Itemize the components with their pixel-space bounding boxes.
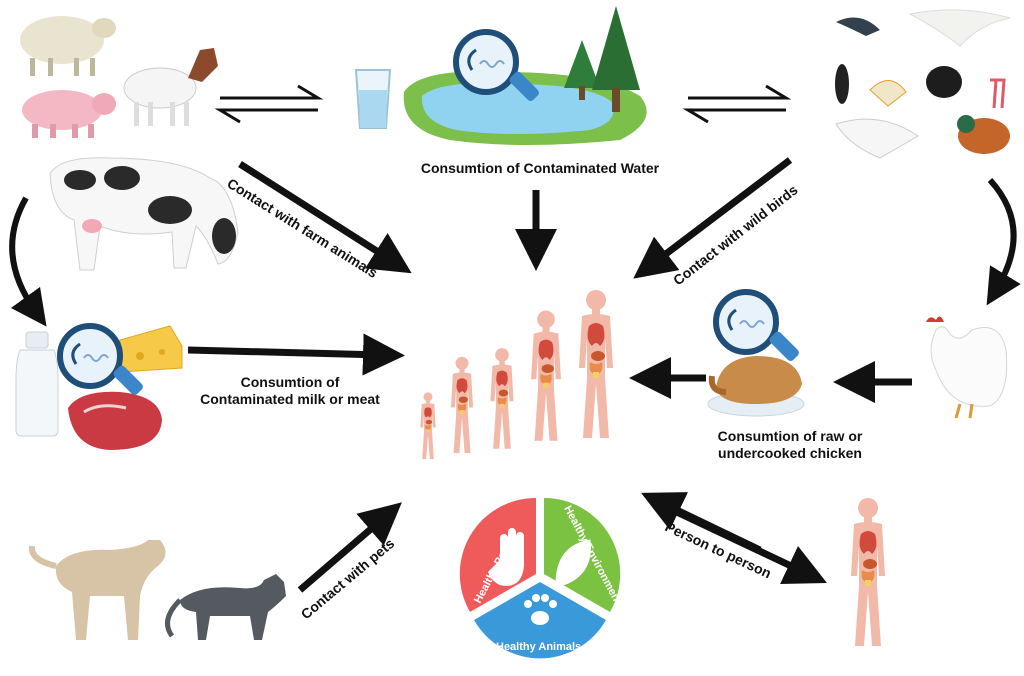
human-group [420,290,613,459]
dog-icon [28,540,166,640]
roast-chicken-icon [707,356,805,417]
wheel-segment-people [459,497,536,612]
arrow-person-to-person-back [641,492,762,554]
arrow-milk-meat [187,333,405,376]
human-figure-icon [579,290,613,438]
arrow-pets [297,502,402,593]
wheel-label-animals: Healthy Animals [496,641,581,653]
curved-arrow-right [986,177,1021,306]
cheese-icon [119,325,183,373]
equilibrium-arrow-left [214,84,324,124]
human-figure-icon [490,348,514,449]
label-milk-meat: Consumtion of Contaminated milk or meat [180,374,400,408]
label-chicken-line1: Consumtion of raw or [717,428,863,444]
chicken-icon [926,316,1008,419]
paw-icon [524,594,557,625]
pig-icon [22,90,116,138]
label-contaminated-water: Consumtion of Contaminated Water [420,160,660,176]
cow-icon [49,157,239,271]
bird-icon [835,9,1011,159]
human-figure-icon [450,356,474,453]
sheep-icon [20,16,116,76]
leaf-icon [555,539,591,587]
human-figure-icon [531,310,561,441]
tree-icon [564,6,640,112]
pond-icon [403,71,647,145]
human-figure-icon [420,392,436,459]
arrow-wild-birds [633,157,793,279]
milk-bottle-icon [15,331,59,437]
hand-icon [488,528,524,586]
water-glass-icon [354,69,392,129]
label-milk-meat-line2: Contaminated milk or meat [200,391,380,407]
label-farm-animals: Contact with farm animals [224,175,380,281]
one-health-wheel: Healthy People Healthy Environment Healt… [459,497,624,659]
label-chicken-line2: undercooked chicken [718,445,862,461]
curved-arrow-left [9,196,47,327]
label-milk-meat-line1: Consumtion of [240,374,340,390]
human-figure-icon [851,498,885,646]
goat-icon [123,48,218,126]
arrow-farm-animals [238,161,412,274]
equilibrium-arrow-right [682,84,792,124]
cat-icon [165,574,286,640]
meat-icon [68,391,162,450]
label-chicken: Consumtion of raw or undercooked chicken [690,428,890,462]
magnifier-icon [716,292,801,363]
